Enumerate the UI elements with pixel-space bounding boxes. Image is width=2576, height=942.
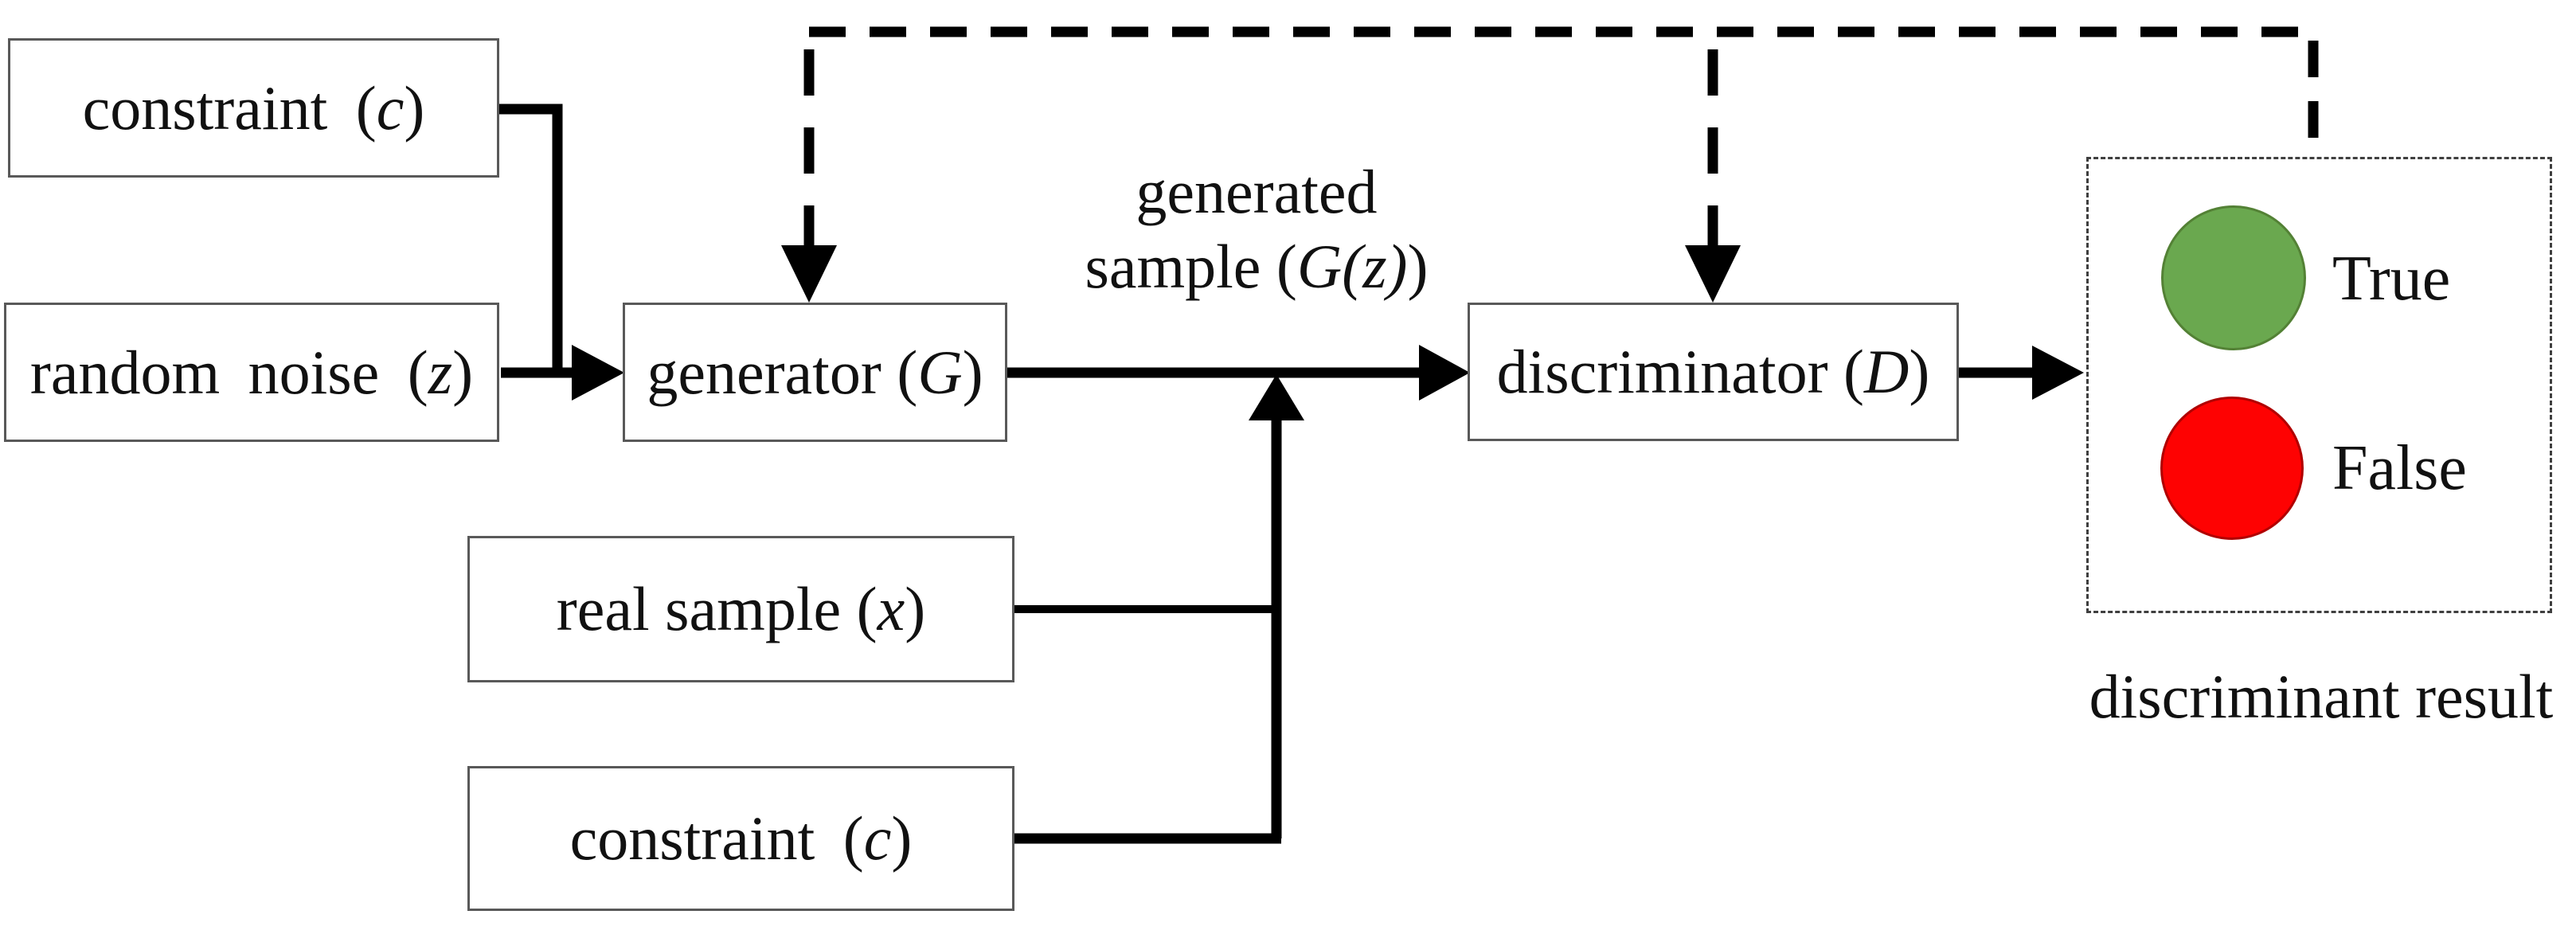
label-text: ): [962, 337, 983, 407]
label-text: ): [891, 803, 913, 873]
generated-sample-annotation: generated sample (G(z)): [938, 154, 1575, 304]
label-text: ): [404, 72, 425, 143]
node-discriminator: discriminator (D): [1468, 303, 1959, 441]
false-indicator-circle: [2160, 397, 2304, 540]
label-text: constraint (: [569, 803, 864, 873]
label-text: ): [1909, 337, 1930, 406]
noise-to-generator-arrowhead-icon: [572, 345, 624, 401]
label-text: random noise (: [29, 337, 428, 407]
label-text: constraint (: [82, 72, 377, 143]
discriminant-result-box: [2086, 157, 2552, 613]
label-text: ): [905, 574, 926, 643]
node-generator-label: generator (G): [647, 341, 983, 404]
node-real-sample-label: real sample (x): [557, 578, 925, 640]
label-symbol: G: [917, 337, 963, 407]
label-text: generator (: [647, 337, 918, 407]
node-discriminator-label: discriminator (D): [1497, 341, 1930, 403]
generated-sample-line1: generated: [1136, 157, 1378, 226]
label-text: real sample (: [556, 574, 878, 643]
label-symbol: c: [863, 803, 892, 873]
generator-to-discriminator-arrowhead-icon: [1419, 345, 1470, 401]
feedback-dashed-line: [809, 26, 2319, 154]
true-label: True: [2332, 244, 2451, 314]
label-text: sample (: [1085, 232, 1297, 301]
discriminant-result-caption: discriminant result: [2089, 662, 2554, 731]
node-random-noise-label: random noise (z): [30, 341, 473, 404]
constraint-top-elbow-line: [499, 104, 563, 368]
node-real-sample: real sample (x): [467, 536, 1014, 682]
label-symbol: z: [428, 337, 453, 407]
node-constraint-top-label: constraint (c): [83, 76, 425, 139]
feedback-generator-arrowhead-icon: [781, 245, 837, 303]
node-random-noise: random noise (z): [4, 303, 499, 442]
label-symbol: G(z): [1296, 232, 1408, 301]
discriminator-output-arrowhead-icon: [2032, 346, 2084, 400]
node-constraint-bottom-label: constraint (c): [570, 807, 913, 870]
node-constraint-top: constraint (c): [8, 38, 499, 178]
false-label: False: [2332, 433, 2467, 503]
label-symbol: D: [1864, 337, 1910, 406]
sample-riser-arrowhead-icon: [1249, 374, 1304, 420]
feedback-discriminator-arrowhead-icon: [1685, 245, 1741, 303]
true-indicator-circle: [2161, 205, 2306, 350]
node-generator: generator (G): [623, 303, 1007, 442]
label-text: ): [1407, 232, 1429, 301]
label-text: discriminator (: [1496, 337, 1865, 406]
label-text: ): [452, 337, 474, 407]
label-symbol: c: [376, 72, 405, 143]
label-symbol: x: [877, 574, 905, 643]
node-constraint-bottom: constraint (c): [467, 766, 1014, 911]
generated-sample-line2: sample (G(z)): [938, 229, 1575, 304]
